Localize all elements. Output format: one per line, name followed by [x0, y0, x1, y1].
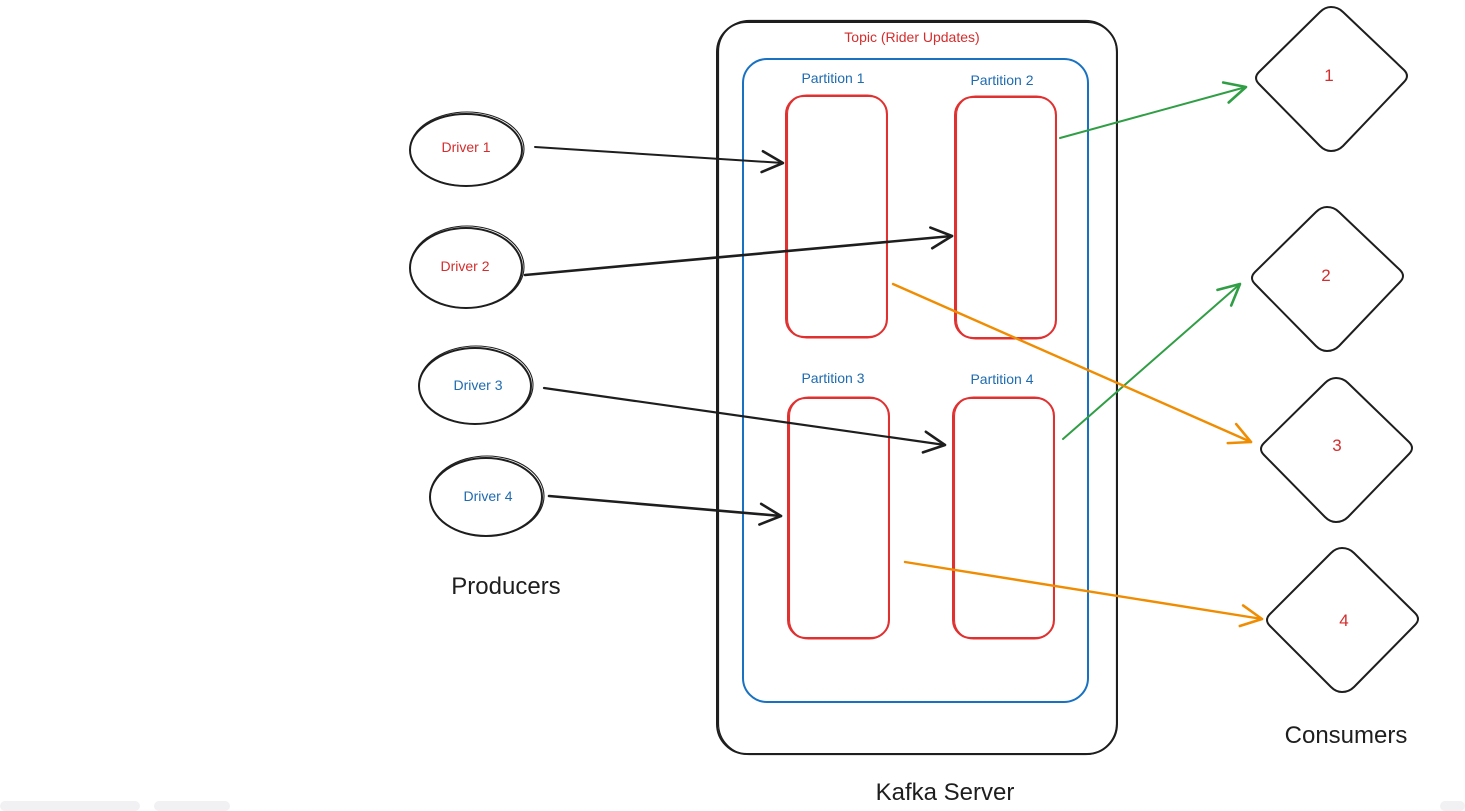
producer-driver-2: [409, 225, 525, 309]
partition-3-label: Partition 3: [801, 370, 864, 386]
producers-title: Producers: [451, 573, 560, 600]
arrow-driver-2-to-partition-2: [523, 226, 954, 277]
consumer-3-label: 3: [1332, 436, 1341, 455]
producer-driver-3-label: Driver 3: [453, 377, 502, 393]
producer-driver-2-label: Driver 2: [440, 258, 489, 274]
consumers-title: Consumers: [1285, 722, 1408, 749]
partition-2-label: Partition 2: [970, 72, 1033, 88]
partition-3-box: [787, 396, 890, 640]
producer-driver-3: [418, 345, 534, 425]
producer-driver-1: [409, 111, 525, 187]
kafka-server-title: Kafka Server: [876, 779, 1015, 806]
kafka-server-box: [716, 19, 1118, 756]
partition-4-box: [952, 396, 1055, 640]
arrow-partition-1-to-consumer-3: [891, 282, 1253, 445]
partition-2-box: [954, 95, 1057, 340]
partition-1-box: [785, 94, 888, 339]
consumer-4-diamond: [1266, 547, 1419, 693]
arrow-driver-3-to-partition-4: [542, 386, 947, 454]
consumer-2-diamond: [1251, 206, 1404, 352]
consumer-1-diamond: [1255, 6, 1408, 152]
consumer-2-label: 2: [1321, 266, 1330, 285]
topic-box: [742, 58, 1089, 703]
consumer-3-diamond: [1260, 377, 1413, 523]
producer-driver-1-label: Driver 1: [441, 139, 490, 155]
toolbar-chip-middle: [154, 801, 230, 811]
partition-4-label: Partition 4: [970, 371, 1033, 387]
producer-driver-4-label: Driver 4: [463, 488, 512, 504]
arrow-partition-2-to-consumer-1: [1059, 81, 1248, 139]
consumer-4-label: 4: [1339, 611, 1348, 630]
arrow-driver-1-to-partition-1: [534, 146, 785, 174]
arrow-driver-4-to-partition-3: [547, 494, 783, 526]
toolbar-chip-left: [0, 801, 140, 811]
partition-1-label: Partition 1: [801, 70, 864, 86]
consumer-1-label: 1: [1324, 66, 1333, 85]
topic-label: Topic (Rider Updates): [844, 29, 979, 45]
producer-driver-4: [429, 455, 545, 537]
arrow-partition-4-to-consumer-2: [1062, 282, 1242, 440]
toolbar-chip-right: [1440, 801, 1465, 811]
arrow-partition-3-to-consumer-4: [903, 560, 1264, 628]
